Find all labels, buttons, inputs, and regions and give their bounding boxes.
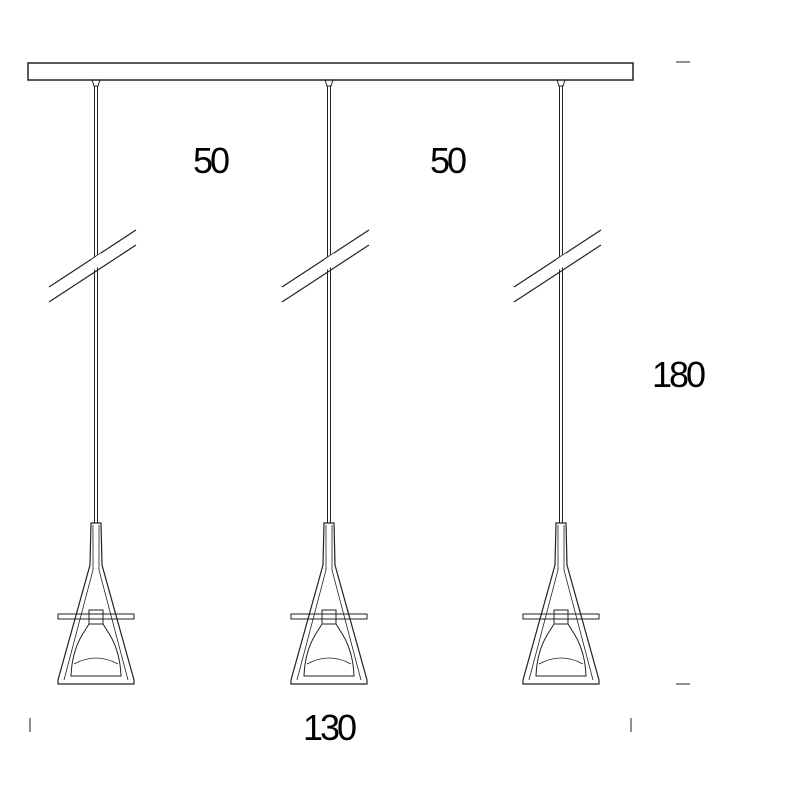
break-gap bbox=[556, 253, 566, 272]
canopy-mount bbox=[556, 79, 566, 87]
dimension-spacing-right: 50 bbox=[430, 140, 466, 181]
glass-diffuser bbox=[57, 522, 135, 685]
support-ring bbox=[522, 613, 600, 620]
lamp-socket bbox=[88, 609, 104, 625]
ceiling-canopy bbox=[27, 62, 634, 81]
reflector-rim bbox=[73, 657, 119, 665]
reflector-rim bbox=[538, 657, 584, 665]
dimension-height: 180 bbox=[652, 354, 705, 395]
reflector bbox=[535, 623, 587, 677]
pendant-group bbox=[48, 79, 602, 685]
glass-inner-edge bbox=[563, 525, 594, 681]
pendant-lamp-2 bbox=[281, 79, 370, 685]
glass-inner-edge bbox=[296, 525, 327, 681]
support-ring bbox=[290, 613, 368, 620]
reflector bbox=[70, 623, 122, 677]
lamp-socket bbox=[553, 609, 569, 625]
canopy-mount bbox=[91, 79, 101, 87]
break-mark bbox=[513, 244, 602, 303]
break-mark bbox=[281, 229, 370, 288]
break-mark bbox=[513, 229, 602, 288]
break-mark bbox=[48, 229, 137, 288]
canopy-mount bbox=[324, 79, 334, 87]
glass-inner-edge bbox=[528, 525, 559, 681]
glass-inner-edge bbox=[63, 525, 94, 681]
support-ring bbox=[57, 613, 135, 620]
break-mark bbox=[48, 244, 137, 303]
pendant-lamp-3 bbox=[513, 79, 602, 685]
break-gap bbox=[324, 253, 334, 272]
lamp-socket bbox=[321, 609, 337, 625]
dimension-spacing-left: 50 bbox=[193, 140, 229, 181]
glass-diffuser bbox=[290, 522, 368, 685]
reflector-rim bbox=[306, 657, 352, 665]
reflector bbox=[303, 623, 355, 677]
break-gap bbox=[91, 253, 101, 272]
break-mark bbox=[281, 244, 370, 303]
glass-diffuser bbox=[522, 522, 600, 685]
dimension-width: 130 bbox=[303, 707, 356, 748]
glass-inner-edge bbox=[98, 525, 129, 681]
pendant-lamp-1 bbox=[48, 79, 137, 685]
glass-inner-edge bbox=[331, 525, 362, 681]
